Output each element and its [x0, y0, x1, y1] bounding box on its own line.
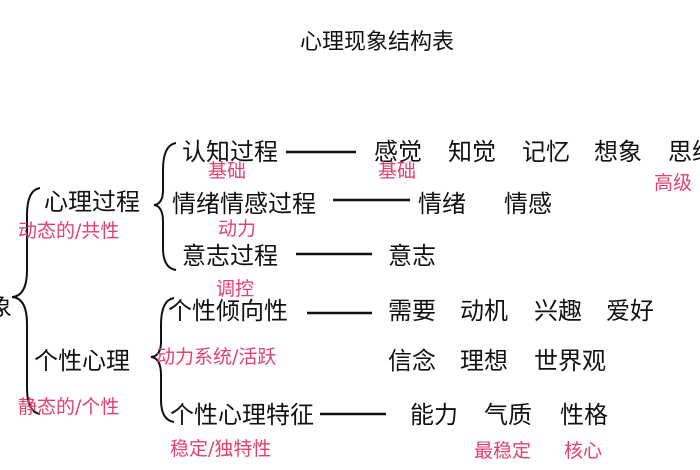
emotion-item: 情绪 [418, 190, 466, 218]
emotion-item: 情感 [504, 190, 552, 218]
traits-note-right-1: 最稳定 [474, 440, 532, 462]
cognition-label: 认知过程 [182, 138, 278, 166]
cognition-item: 思维 [668, 138, 700, 166]
tendency-label: 个性倾向性 [168, 297, 288, 325]
traits-note: 稳定/独特性 [170, 438, 272, 460]
cognition-item: 记忆 [522, 138, 570, 166]
tendency-item: 兴趣 [534, 297, 582, 325]
process-brace [153, 142, 177, 271]
cognition-item: 想象 [594, 138, 642, 166]
diagram-title: 心理现象结构表 [300, 30, 455, 55]
cognition-item: 感觉 [374, 138, 422, 166]
tendency-item: 世界观 [534, 347, 606, 375]
personality-note: 静态的/个性 [18, 396, 120, 418]
tendency-item: 信念 [388, 347, 436, 375]
personality-label: 个性心理 [34, 347, 130, 375]
process-label: 心理过程 [44, 188, 140, 216]
will-item: 意志 [388, 242, 436, 270]
emotion-note: 动力 [218, 218, 257, 240]
traits-item: 能力 [410, 401, 458, 429]
will-note: 调控 [216, 278, 255, 300]
tendency-item: 爱好 [606, 297, 654, 325]
outer-brace [11, 187, 41, 415]
tendency-item: 动机 [460, 297, 508, 325]
root-label-fragment: 象 [0, 295, 12, 319]
cognition-note-right: 高级 [654, 172, 693, 194]
tendency-note: 动力系统/活跃 [156, 346, 277, 368]
cognition-item: 知觉 [448, 138, 496, 166]
tendency-item: 理想 [460, 347, 508, 375]
personality-brace [150, 297, 175, 423]
traits-note-right-2: 核心 [564, 440, 603, 462]
tendency-item: 需要 [388, 297, 436, 325]
emotion-label: 情绪情感过程 [172, 190, 316, 218]
traits-item: 气质 [484, 401, 532, 429]
traits-item: 性格 [560, 401, 608, 429]
will-label: 意志过程 [182, 242, 278, 270]
cognition-note-left: 基础 [208, 160, 247, 182]
process-note: 动态的/共性 [18, 220, 120, 242]
traits-label: 个性心理特征 [170, 401, 314, 429]
cognition-note-mid: 基础 [378, 160, 417, 182]
